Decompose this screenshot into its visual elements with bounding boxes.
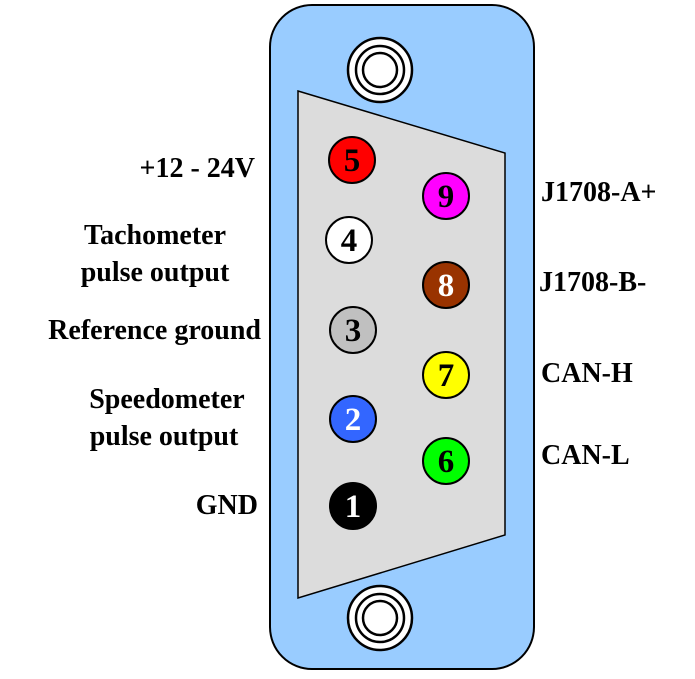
label-power: +12 - 24V	[140, 153, 256, 184]
pin-4-number: 4	[341, 223, 358, 259]
pin-5-circle	[328, 136, 376, 184]
pin-2-circle	[329, 395, 377, 443]
label-gnd: GND	[196, 490, 258, 521]
pin-9: 9	[422, 172, 470, 220]
pin-5-number: 5	[344, 143, 361, 179]
right-labels: J1708-A+ J1708-B- CAN-H CAN-L	[539, 177, 657, 471]
pin-8: 8	[422, 261, 470, 309]
label-reference-ground: Reference ground	[48, 315, 261, 346]
pin-7-number: 7	[438, 358, 455, 394]
pin-4: 4	[325, 216, 373, 264]
label-speedometer-line1: Speedometer	[89, 384, 245, 415]
pin-1: 1	[329, 482, 377, 530]
left-labels: +12 - 24V Tachometer pulse output Refere…	[48, 153, 261, 521]
connector-insert	[297, 89, 506, 600]
label-speedometer-line2: pulse output	[90, 421, 239, 452]
pin-5: 5	[328, 136, 376, 184]
pin-9-number: 9	[438, 179, 455, 215]
pin-1-circle	[329, 482, 377, 530]
pin-7: 7	[422, 351, 470, 399]
label-can-l: CAN-L	[541, 440, 630, 471]
label-tachometer-line2: pulse output	[81, 257, 230, 288]
pin-2: 2	[329, 395, 377, 443]
pin-3-number: 3	[345, 313, 362, 349]
pin-6-circle	[422, 437, 470, 485]
pin-1-number: 1	[345, 489, 362, 525]
pin-7-circle	[422, 351, 470, 399]
label-tachometer-line1: Tachometer	[84, 220, 226, 251]
pin-4-circle	[325, 216, 373, 264]
pin-8-circle	[422, 261, 470, 309]
pins: 5 4 3 2 1 9 8 7 6	[325, 136, 470, 530]
pin-6: 6	[422, 437, 470, 485]
pin-8-number: 8	[438, 268, 455, 304]
pin-2-number: 2	[345, 402, 362, 438]
top-screw-icon	[346, 36, 414, 104]
pin-3: 3	[329, 306, 377, 354]
pin-9-circle	[422, 172, 470, 220]
label-j1708-b: J1708-B-	[539, 267, 646, 298]
bottom-screw-icon	[346, 584, 414, 652]
label-j1708-a: J1708-A+	[541, 177, 657, 208]
pin-6-number: 6	[438, 444, 455, 480]
pin-3-circle	[329, 306, 377, 354]
label-can-h: CAN-H	[541, 358, 633, 389]
